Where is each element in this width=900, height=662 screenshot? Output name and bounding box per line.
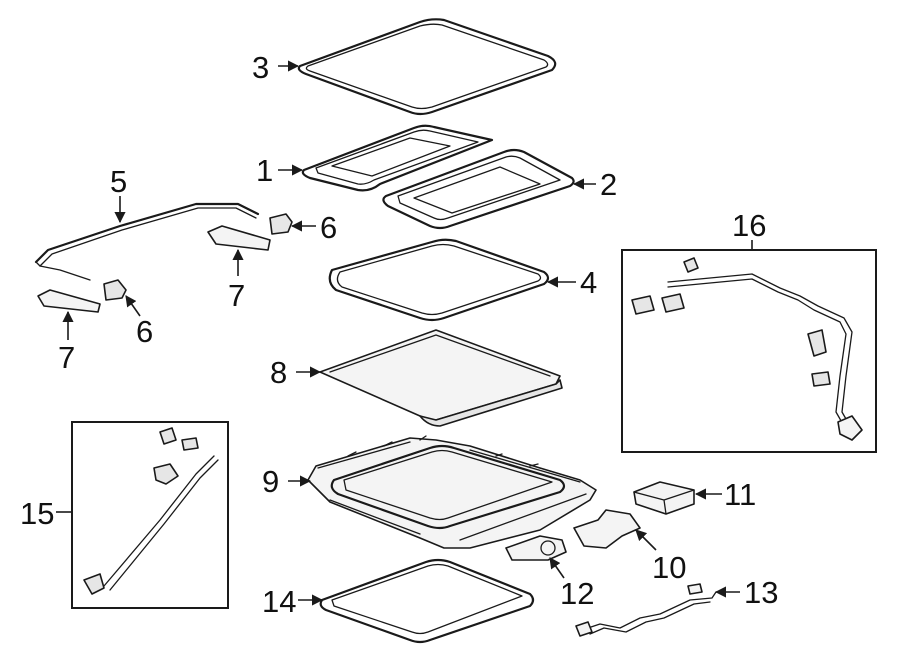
callout-8: 8	[270, 355, 287, 390]
part-13-harness	[575, 583, 717, 637]
callout-11: 11	[724, 477, 756, 512]
part-2-rear-glass	[382, 148, 575, 230]
part-5-tube	[34, 202, 260, 281]
callout-5: 5	[110, 164, 127, 199]
part-9-frame	[307, 435, 597, 549]
callout-10: 10	[652, 550, 686, 585]
part-16-drain-hose	[631, 257, 863, 441]
callout-2: 2	[600, 167, 617, 202]
part-7-deflector-lower	[37, 289, 101, 313]
callout-13: 13	[744, 575, 778, 610]
callout-6-lower: 6	[136, 314, 153, 349]
part-10-bracket	[573, 509, 641, 549]
box-16	[621, 249, 877, 453]
part-3-seal	[297, 18, 557, 116]
box-15	[71, 421, 229, 609]
callout-1: 1	[256, 153, 273, 188]
callout-16: 16	[732, 208, 766, 243]
callout-4: 4	[580, 265, 597, 300]
leader-lines	[56, 60, 753, 606]
part-1-front-glass	[301, 124, 494, 192]
part-12-motor	[505, 535, 567, 561]
callout-7-lower: 7	[58, 340, 75, 375]
part-8-sunshade	[319, 329, 563, 427]
callout-15: 15	[20, 496, 54, 531]
callout-labels: 3 1 2 4 5 6 6 7 7 8 9 10 11 12 13 14 15 …	[20, 50, 778, 619]
part-6-clip-lower	[103, 279, 127, 301]
part-7-deflector-upper	[207, 225, 271, 251]
part-15-drain-hose	[83, 427, 219, 595]
callout-9: 9	[262, 464, 279, 499]
callout-7-upper: 7	[228, 278, 245, 313]
callout-14: 14	[262, 584, 296, 619]
callout-6-upper: 6	[320, 210, 337, 245]
part-6-clip-upper	[269, 213, 293, 235]
part-4-seal	[328, 238, 550, 322]
callout-3: 3	[252, 50, 269, 85]
part-14-seal	[319, 558, 535, 644]
callout-12: 12	[560, 576, 594, 611]
part-11-motor	[633, 481, 695, 515]
